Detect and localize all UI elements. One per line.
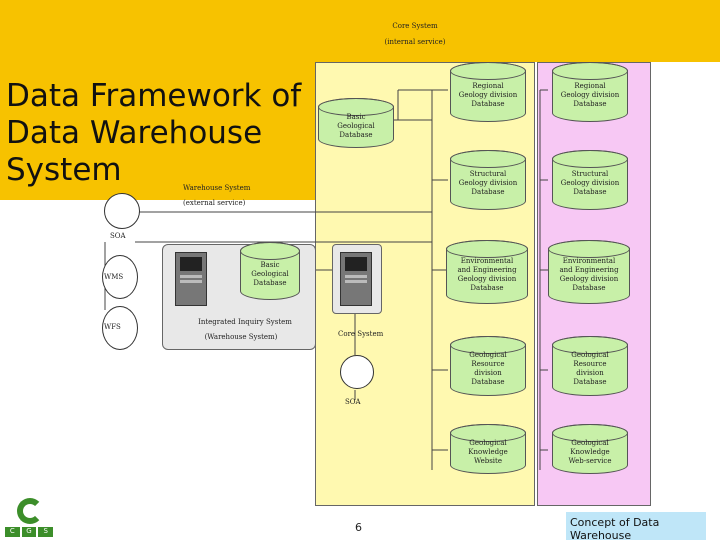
page-number: 6 [355, 521, 362, 534]
wms-label: WMS [104, 273, 124, 281]
internal-service-heading: (internal service) [384, 38, 446, 46]
soa-node-top [104, 193, 140, 229]
core-system-heading: Core System [392, 22, 438, 30]
title-band [0, 62, 315, 200]
external-db-regional: Regional Geology division Database [552, 62, 628, 122]
top-band [0, 0, 720, 62]
basic-geological-database-core: Basic Geological Database [318, 98, 394, 148]
warehouse-system-sub-label: (Warehouse System) [204, 333, 278, 341]
basic-geological-database-warehouse: Basic Geological Database [240, 242, 300, 300]
soa-node-bottom [340, 355, 374, 389]
external-db-environmental: Environmental and Engineering Geology di… [548, 240, 630, 304]
external-db-resource: Geological Resource division Database [552, 336, 628, 396]
wms-node [102, 255, 138, 299]
core-db-resource: Geological Resource division Database [450, 336, 526, 396]
wfs-node [102, 306, 138, 350]
external-db-structural: Structural Geology division Database [552, 150, 628, 210]
cgs-logo: C G S [5, 495, 54, 539]
external-service-label: (external service) [183, 199, 246, 207]
wfs-label: WFS [104, 323, 121, 331]
core-db-structural: Structural Geology division Database [450, 150, 526, 210]
integrated-inquiry-label: Integrated Inquiry System [198, 318, 292, 326]
external-knowledge-webservice: Geological Knowledge Web-service [552, 424, 628, 474]
footer-concept-box: Concept of Data Warehouse [566, 512, 706, 540]
core-knowledge-website: Geological Knowledge Website [450, 424, 526, 474]
page-title: Data Framework of Data Warehouse System [6, 78, 302, 188]
core-db-regional: Regional Geology division Database [450, 62, 526, 122]
server-icon [175, 252, 207, 306]
core-db-environmental: Environmental and Engineering Geology di… [446, 240, 528, 304]
server-icon [340, 252, 372, 306]
core-system-label: Core System [338, 330, 384, 338]
warehouse-system-label: Warehouse System [183, 184, 251, 192]
soa-label-bottom: SOA [345, 398, 361, 406]
soa-label-top: SOA [110, 232, 126, 240]
